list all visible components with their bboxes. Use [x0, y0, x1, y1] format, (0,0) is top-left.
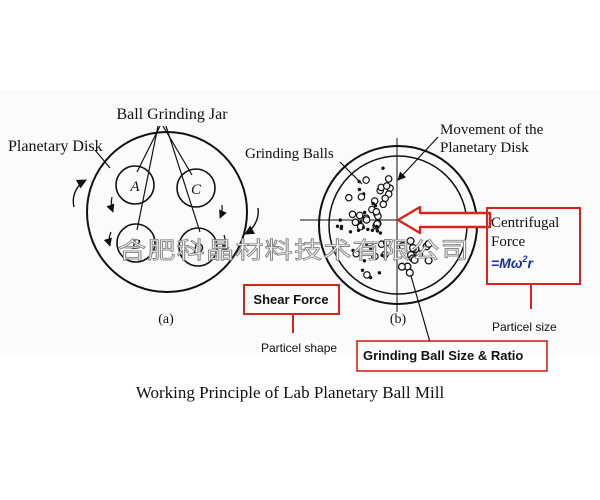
grinding-ball: [372, 207, 381, 216]
grinding-ball: [370, 228, 375, 233]
jar-b-rotation-arrow: [103, 231, 112, 247]
grinding-ball: [344, 193, 353, 202]
caption-a: (a): [158, 312, 174, 327]
grinding-ball: [361, 225, 366, 230]
disk-rotation-arrow-left: [72, 179, 87, 208]
grinding-ball: [355, 211, 364, 220]
grinding-ball: [348, 210, 357, 219]
grinding-ball: [363, 271, 371, 279]
grinding-ball: [366, 227, 370, 232]
planetary-disk-circle: [86, 131, 248, 293]
grinding-ball: [335, 224, 340, 229]
ball-size-ratio-box: [356, 340, 548, 372]
grinding-balls-label: Grinding Balls: [245, 146, 334, 162]
jar-b-label: B: [131, 237, 140, 253]
grinding-ball: [357, 193, 366, 201]
jar-d-rotation-arrow: [221, 234, 230, 253]
grinding-ball: [408, 243, 418, 253]
particle-shape-label: Particel shape: [261, 341, 337, 355]
movement-label-line2: Planetary Disk: [440, 140, 529, 156]
grinding-ball: [351, 218, 360, 227]
grinding-ball: [378, 231, 383, 235]
ball-grinding-jar-label: Ball Grinding Jar: [116, 106, 228, 123]
grinding-ball: [362, 210, 367, 215]
grinding-ball: [381, 166, 385, 170]
pointer-line-jar-d: [165, 125, 201, 233]
grinding-ball: [382, 182, 391, 190]
grinding-ball: [362, 216, 371, 224]
grinding-ball: [351, 248, 355, 253]
grinding-ball: [365, 243, 369, 248]
grinding-ball: [375, 229, 380, 233]
jar-c-rotation-arrow: [219, 204, 227, 219]
jar-d-label: D: [192, 241, 204, 257]
caption-b: (b): [390, 312, 407, 327]
centrifugal-force-box: [486, 207, 581, 285]
grinding-ball: [371, 201, 375, 206]
grinding-ball: [380, 253, 384, 258]
grinding-ball: [348, 230, 353, 234]
grinding-ball: [357, 179, 361, 184]
grinding-ball: [406, 236, 415, 246]
jar-a-label: A: [129, 179, 140, 195]
centrifugal-label-line1: Centrifugal: [491, 215, 559, 231]
grinding-ball: [357, 187, 362, 192]
grinding-ball: [405, 268, 414, 277]
particle-size-label: Particel size: [492, 320, 557, 334]
grinding-ball: [339, 226, 343, 231]
grinding-ball: [368, 244, 372, 249]
shear-force-label: Shear Force: [253, 292, 328, 307]
grinding-ball: [424, 256, 433, 265]
main-title: Working Principle of Lab Planetary Ball …: [136, 383, 445, 402]
jar-a-rotation-arrow: [106, 196, 115, 213]
grinding-ball: [360, 268, 365, 272]
jar-d-circle: [178, 227, 218, 267]
jar-a-circle: [115, 165, 155, 205]
planetary-disk-label: Planetary Disk: [8, 138, 103, 155]
left-planetary-diagram: Ball Grinding Jar Planetary Disk A C B D…: [8, 106, 259, 327]
scan-band: [0, 90, 600, 355]
pointer-line-disk: [94, 149, 111, 169]
grinding-ball: [424, 239, 433, 248]
grinding-ball: [377, 271, 382, 275]
grinding-ball: [362, 176, 370, 184]
jar-c-circle: [176, 168, 216, 208]
ball-size-ratio-label: Grinding Ball Size & Ratio: [363, 348, 523, 363]
grinding-ball: [373, 204, 378, 208]
grinding-ball: [384, 175, 393, 183]
grinding-ball: [379, 200, 388, 209]
grinding-ball: [356, 228, 361, 233]
company-watermark: 合肥科晶材料技术有限公司: [118, 238, 470, 264]
grinding-ball: [384, 254, 388, 259]
shear-force-box: [243, 284, 340, 315]
grinding-ball: [338, 218, 342, 222]
disk-rotation-arrow-right: [244, 207, 259, 235]
grinding-ball: [398, 241, 407, 250]
grinding-ball: [375, 224, 379, 229]
grinding-ball: [352, 249, 361, 258]
ball-size-pointer-line: [410, 275, 431, 343]
grinding-ball: [371, 241, 375, 245]
grinding-balls-cluster: [335, 166, 433, 280]
jar-c-label: C: [191, 182, 202, 198]
pointer-line-jar-b: [136, 125, 159, 231]
centrifugal-label-line2: Force: [491, 234, 525, 250]
centrifugal-formula: =Mω2r: [491, 254, 535, 271]
pointer-line-jar-c: [162, 125, 193, 176]
right-jar-diagram: Grinding Balls Movement of the Planetary…: [245, 122, 544, 327]
jar-b-circle: [116, 223, 156, 263]
grinding-ball: [382, 238, 391, 247]
movement-label-line1: Movement of the: [440, 122, 544, 138]
grinding-ball: [362, 259, 367, 263]
grinding-ball: [410, 255, 419, 264]
grinding-ball: [397, 262, 406, 271]
annotations: Centrifugal Force =Mω2r Particel size Sh…: [243, 207, 581, 372]
grinding-ball: [371, 252, 379, 261]
centrifugal-force-arrow: [396, 205, 492, 235]
